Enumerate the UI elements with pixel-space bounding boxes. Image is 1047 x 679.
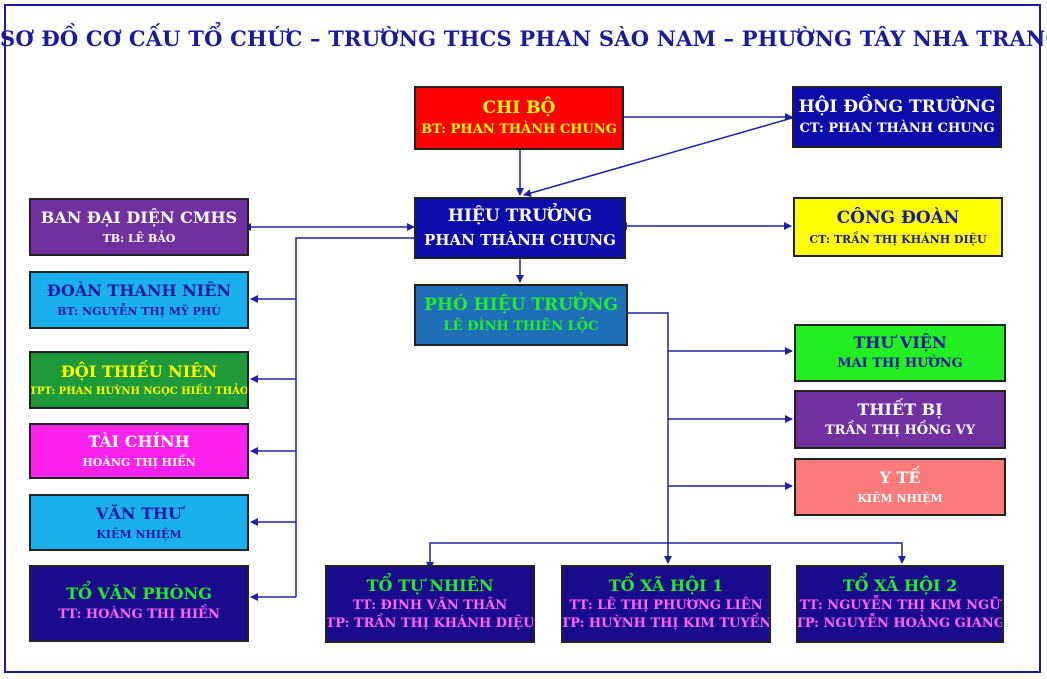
thu-vien-title: THƯ VIỆN	[853, 333, 947, 353]
van-thu-box: VĂN THƯ KIÊM NHIỆM	[29, 494, 249, 551]
pho-hieu-truong-name: LÊ ĐÌNH THIÊN LỘC	[443, 319, 599, 334]
doi-title: ĐỘI THIẾU NIÊN	[60, 361, 218, 381]
doan-title: ĐOÀN THANH NIÊN	[46, 281, 232, 301]
doan-leader: BT: NGUYỄN THỊ MỸ PHÚ	[57, 305, 221, 319]
van-thu-leader: KIÊM NHIỆM	[96, 527, 182, 541]
tai-chinh-box: TÀI CHÍNH HOÀNG THỊ HIỀN	[29, 423, 249, 479]
to-tu-nhien-box: TỔ TỰ NHIÊN TT: ĐINH VĂN THÂN TP: TRẦN T…	[325, 565, 535, 643]
page-title: SƠ ĐỒ CƠ CẤU TỔ CHỨC – TRƯỜNG THCS PHAN …	[0, 26, 1047, 51]
y-te-leader: KIÊM NHIỆM	[857, 492, 943, 506]
hoi-dong-title: HỘI ĐỒNG TRƯỜNG	[798, 96, 996, 117]
hoi-dong-leader: CT: PHAN THÀNH CHUNG	[799, 121, 995, 136]
chi-bo-leader: BT: PHAN THÀNH CHUNG	[421, 122, 617, 137]
cong-doan-leader: CT: TRẦN THỊ KHÁNH DIỆU	[809, 232, 987, 246]
to-xa-hoi-2-box: TỔ XÃ HỘI 2 TT: NGUYỄN THỊ KIM NGỮ TP: N…	[796, 565, 1004, 643]
hieu-truong-title: HIỆU TRƯỞNG	[447, 206, 593, 226]
pho-hieu-truong-title: PHÓ HIỆU TRƯỞNG	[424, 294, 618, 315]
to-xa-hoi-1-tp: TP: HUỲNH THỊ KIM TUYỀN	[561, 616, 771, 631]
cmhs-box: BAN ĐẠI DIỆN CMHS TB: LÊ BẢO	[29, 198, 249, 256]
hieu-truong-box: HIỆU TRƯỞNG PHAN THÀNH CHUNG	[414, 197, 626, 259]
doan-thanh-nien-box: ĐOÀN THANH NIÊN BT: NGUYỄN THỊ MỸ PHÚ	[29, 271, 249, 329]
to-van-phong-box: TỔ VĂN PHÒNG TT: HOÀNG THỊ HIỀN	[29, 565, 249, 642]
to-xa-hoi-1-title: TỔ XÃ HỘI 1	[608, 575, 724, 595]
y-te-box: Y TẾ KIÊM NHIỆM	[794, 458, 1006, 516]
y-te-title: Y TẾ	[879, 468, 921, 488]
to-tu-nhien-title: TỔ TỰ NHIÊN	[366, 575, 494, 595]
to-xa-hoi-2-tt: TT: NGUYỄN THỊ KIM NGỮ	[799, 597, 1001, 613]
hieu-truong-name: PHAN THÀNH CHUNG	[424, 231, 616, 250]
tai-chinh-leader: HOÀNG THỊ HIỀN	[82, 456, 196, 470]
to-xa-hoi-1-box: TỔ XÃ HỘI 1 TT: LÊ THỊ PHƯƠNG LIÊN TP: H…	[561, 565, 771, 643]
to-van-phong-title: TỔ VĂN PHÒNG	[66, 583, 212, 603]
to-tu-nhien-tp: TP: TRẦN THỊ KHÁNH DIỆU	[325, 616, 535, 631]
thiet-bi-title: THIẾT BỊ	[857, 399, 943, 419]
tai-chinh-title: TÀI CHÍNH	[88, 432, 190, 452]
line-hoidong-hieutruong	[523, 117, 793, 197]
pho-hieu-truong-box: PHÓ HIỆU TRƯỞNG LÊ ĐÌNH THIÊN LỘC	[414, 284, 628, 346]
cong-doan-title: CÔNG ĐOÀN	[836, 207, 960, 228]
to-xa-hoi-1-tt: TT: LÊ THỊ PHƯƠNG LIÊN	[569, 597, 763, 613]
van-thu-title: VĂN THƯ	[96, 503, 182, 523]
doi-thieu-nien-box: ĐỘI THIẾU NIÊN TPT: PHAN HUỲNH NGỌC HIẾU…	[29, 351, 249, 409]
line-bottom-bus	[426, 542, 906, 570]
line-right-bus	[628, 312, 672, 564]
diagram-frame	[4, 4, 1041, 673]
thiet-bi-box: THIẾT BỊ TRẦN THỊ HỒNG VY	[794, 390, 1006, 449]
to-van-phong-leader: TT: HOÀNG THỊ HIỀN	[58, 606, 220, 622]
to-xa-hoi-2-tp: TP: NGUYỄN HOÀNG GIANG	[796, 616, 1004, 631]
chi-bo-title: CHI BỘ	[482, 97, 556, 118]
hoi-dong-truong-box: HỘI ĐỒNG TRƯỜNG CT: PHAN THÀNH CHUNG	[792, 86, 1002, 148]
thiet-bi-leader: TRẦN THỊ HỒNG VY	[824, 422, 976, 438]
thu-vien-box: THƯ VIỆN MAI THỊ HƯỜNG	[794, 324, 1006, 382]
cmhs-leader: TB: LÊ BẢO	[102, 232, 176, 246]
thu-vien-leader: MAI THỊ HƯỜNG	[837, 356, 963, 372]
doi-leader: TPT: PHAN HUỲNH NGỌC HIẾU THẢO	[29, 385, 249, 397]
to-xa-hoi-2-title: TỔ XÃ HỘI 2	[842, 575, 958, 595]
cong-doan-box: CÔNG ĐOÀN CT: TRẦN THỊ KHÁNH DIỆU	[793, 197, 1003, 257]
line-left-bus	[295, 237, 414, 597]
to-tu-nhien-tt: TT: ĐINH VĂN THÂN	[352, 597, 508, 613]
cmhs-title: BAN ĐẠI DIỆN CMHS	[40, 208, 238, 228]
chi-bo-box: CHI BỘ BT: PHAN THÀNH CHUNG	[414, 86, 624, 150]
